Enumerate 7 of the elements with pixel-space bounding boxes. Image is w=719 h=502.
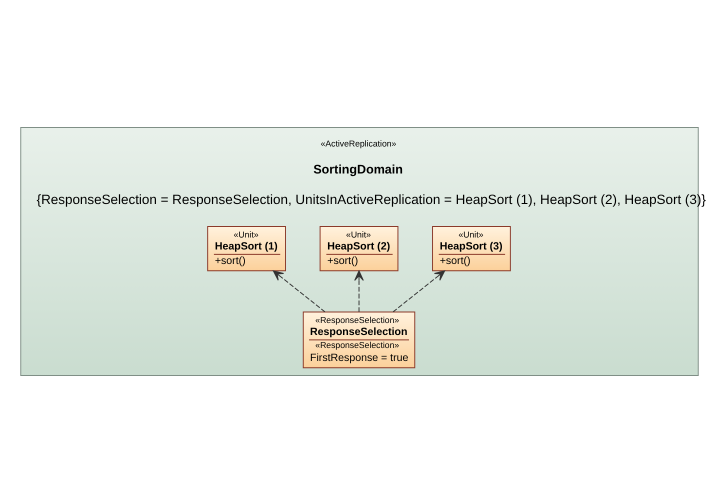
arrow xyxy=(354,270,364,312)
node-box: «ResponseSelection» ResponseSelection «ResponseSelection» FirstResponse = true xyxy=(302,311,416,368)
node-box: «Unit» HeapSort (2) +sort() xyxy=(320,226,398,271)
node-box: «Unit» HeapSort (1) +sort() xyxy=(207,226,286,271)
arrow xyxy=(392,270,446,312)
arrow xyxy=(272,270,326,312)
node-box: «Unit» HeapSort (3) +sort() xyxy=(432,226,511,271)
